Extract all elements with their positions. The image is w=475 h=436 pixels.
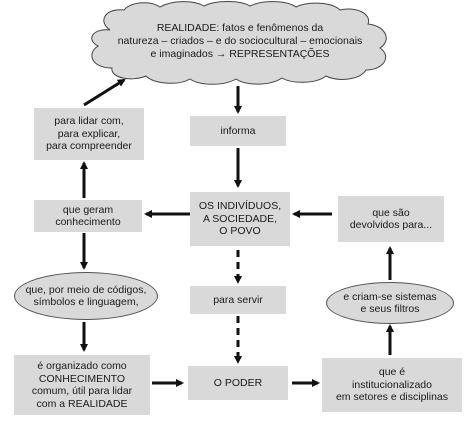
box-organizado: é organizado como CONHECIMENTO comum, út… [14,355,150,415]
oval-codigos: que, por meio de códigos, símbolos e lin… [14,272,158,320]
reality-cloud-text: REALIDADE: fatos e fenômenos da natureza… [117,21,363,60]
box-institucionalizado: que é institucionalizado em setores e di… [322,358,462,412]
box-individuos: OS INDIVÍDUOS, A SOCIEDADE, O POVO [190,192,290,246]
box-o-poder: O PODER [188,366,288,400]
box-informa: informa [190,116,286,146]
box-para-servir: para servir [190,286,286,314]
box-para-lidar: para lidar com, para explicar, para comp… [34,108,144,160]
box-devolvidos: que são devolvidos para... [338,196,444,242]
arrow-lidar-to-cloud [83,78,126,107]
box-que-geram: que geram conhecimento [34,200,142,232]
reality-cloud-shape [91,1,387,85]
oval-sistemas: e criam-se sistemas e seus filtros [326,282,454,324]
